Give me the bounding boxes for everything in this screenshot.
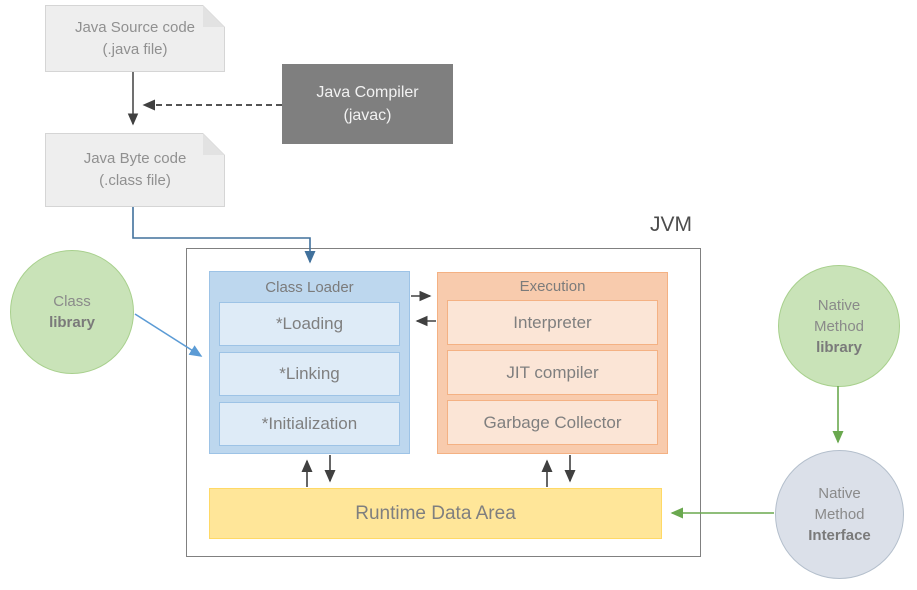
class-library-line2: library xyxy=(49,314,95,331)
native-method-library-node: Native Method library xyxy=(778,265,900,387)
java-byte-subtitle: (.class file) xyxy=(99,172,171,189)
nm-interface-line1: Native xyxy=(818,485,861,502)
java-source-title: Java Source code xyxy=(74,18,196,36)
execution-item-interpreter: Interpreter xyxy=(447,300,658,345)
document-shape xyxy=(46,6,224,71)
nm-interface-line3: Interface xyxy=(808,527,871,544)
jvm-container xyxy=(186,248,701,557)
native-method-interface-node: Native Method Interface xyxy=(775,450,904,579)
class-loader-item-loading: *Loading xyxy=(219,302,400,346)
class-library-line1: Class xyxy=(53,293,91,310)
java-byte-title: Java Byte code xyxy=(83,150,187,168)
runtime-data-area-node: Runtime Data Area xyxy=(209,488,662,539)
java-source-code-node: Java Source code (.java file) xyxy=(45,5,225,72)
java-compiler-title: Java Compiler xyxy=(316,83,419,101)
nm-interface-line2: Method xyxy=(814,506,865,523)
execution-engine-node: Execution Interpreter JIT compiler Garba… xyxy=(437,272,668,454)
class-loader-node: Class Loader *Loading *Linking *Initiali… xyxy=(209,271,410,454)
class-loader-title: Class Loader xyxy=(265,278,354,296)
execution-title: Execution xyxy=(519,278,586,295)
java-byte-code-node: Java Byte code (.class file) xyxy=(45,133,225,207)
class-loader-item-linking: *Linking xyxy=(219,352,400,396)
jvm-label: JVM xyxy=(650,213,692,236)
document-shape xyxy=(46,134,224,206)
java-compiler-node: Java Compiler (javac) xyxy=(282,64,453,144)
execution-item-garbage-collector: Garbage Collector xyxy=(447,400,658,445)
java-source-subtitle: (.java file) xyxy=(102,40,168,58)
execution-item-jit-compiler: JIT compiler xyxy=(447,350,658,395)
class-loader-item-initialization: *Initialization xyxy=(219,402,400,446)
nm-library-line3: library xyxy=(816,338,862,356)
nm-library-line2: Method xyxy=(813,317,865,335)
java-compiler-subtitle: (javac) xyxy=(343,107,392,124)
class-library-node: Class library xyxy=(10,250,134,374)
nm-library-line1: Native xyxy=(817,296,861,314)
